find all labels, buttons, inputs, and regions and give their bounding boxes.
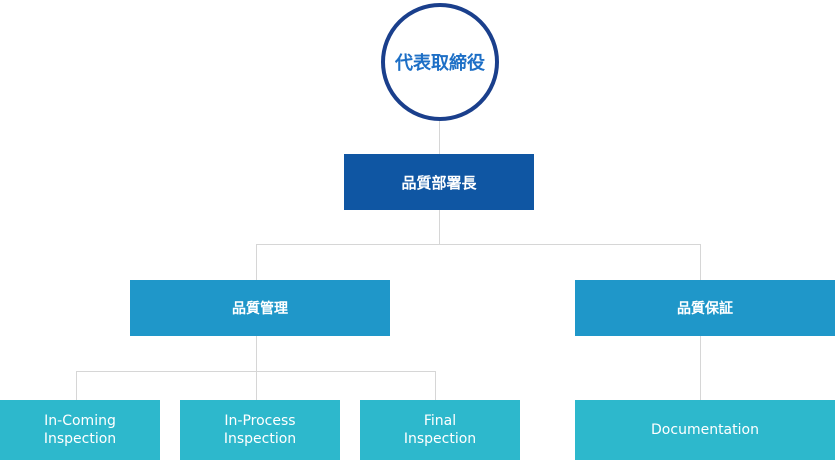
in-process-inspection-node: In-Process Inspection	[180, 400, 340, 460]
connector-quality-assurance-down	[700, 336, 701, 400]
incoming-inspection-node: In-Coming Inspection	[0, 400, 160, 460]
ceo-node: 代表取締役	[381, 3, 499, 121]
connector-head-down	[439, 210, 440, 245]
ceo-label: 代表取締役	[395, 53, 485, 74]
quality-assurance-node: 品質保証	[575, 280, 835, 336]
quality-head-node: 品質部署長	[344, 154, 534, 210]
connector-quality-control-down	[256, 336, 257, 400]
final-inspection-node: Final Inspection	[360, 400, 520, 460]
quality-assurance-label: 品質保証	[677, 301, 733, 317]
in-process-inspection-label: In-Process Inspection	[223, 413, 297, 447]
documentation-label: Documentation	[651, 422, 759, 438]
quality-control-label: 品質管理	[232, 301, 288, 317]
documentation-node: Documentation	[575, 400, 835, 460]
connector-branch-bar	[256, 244, 701, 245]
connector-ceo-to-head	[439, 117, 440, 154]
connector-to-quality-assurance	[700, 244, 701, 280]
connector-leaf-bar	[76, 371, 436, 372]
connector-to-final	[435, 371, 436, 400]
quality-head-label: 品質部署長	[401, 173, 477, 192]
incoming-inspection-label: In-Coming Inspection	[43, 413, 117, 447]
connector-to-quality-control	[256, 244, 257, 280]
connector-to-incoming	[76, 371, 77, 400]
quality-control-node: 品質管理	[130, 280, 390, 336]
final-inspection-label: Final Inspection	[403, 413, 477, 447]
